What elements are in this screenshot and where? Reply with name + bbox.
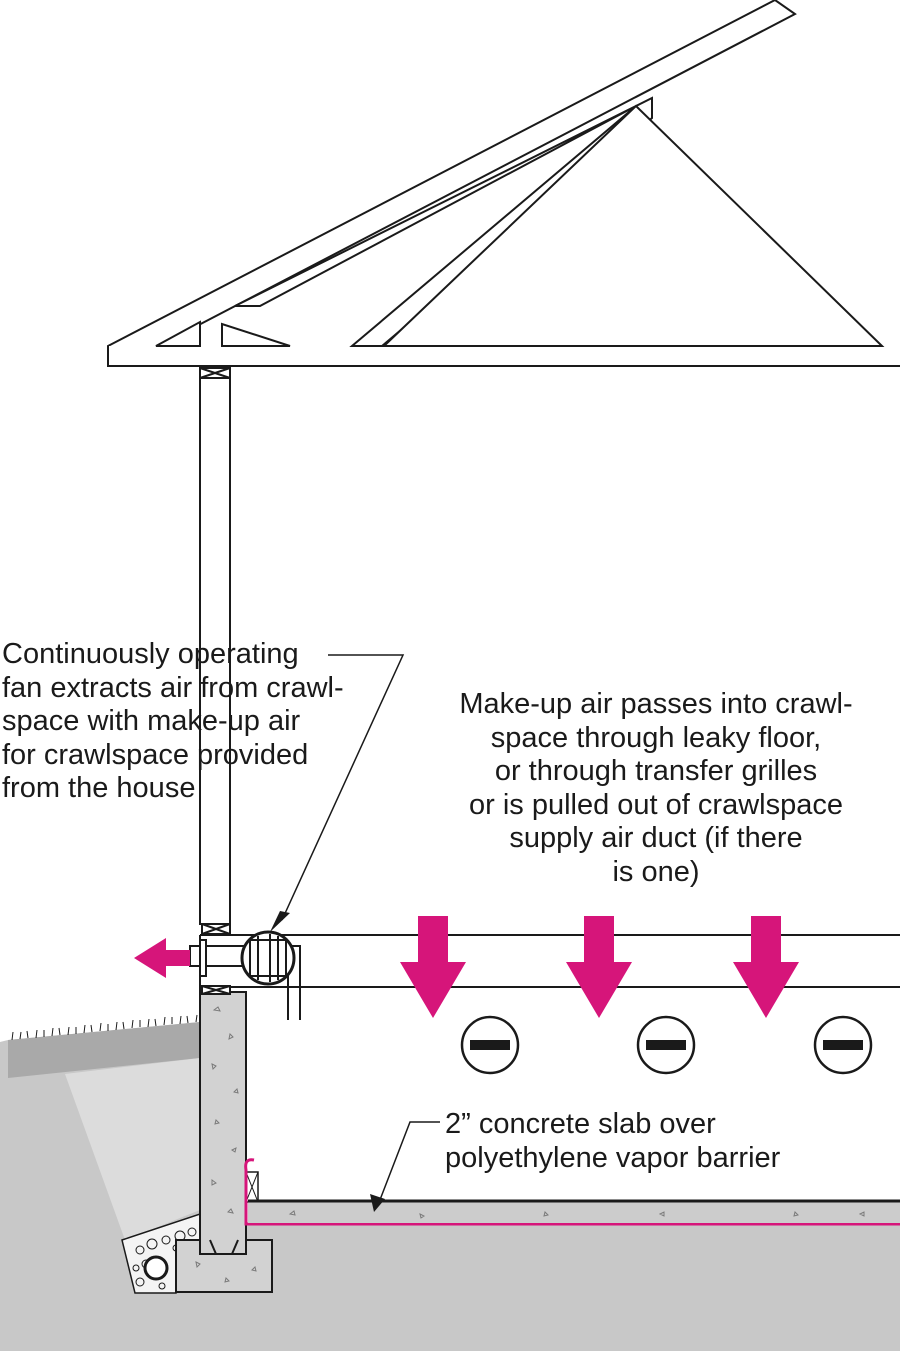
slab-leader <box>377 1121 440 1206</box>
footing-ground <box>176 1290 272 1351</box>
roof-truss <box>107 0 900 367</box>
negative-pressure-icon <box>636 1015 696 1075</box>
soil <box>0 1014 900 1351</box>
makeup-air-annotation: Make-up air passes into crawl- space thr… <box>459 688 853 888</box>
leader-lines <box>270 654 440 1212</box>
footing-keyway <box>209 1239 239 1255</box>
truss-web-diagonal <box>234 96 653 347</box>
drain-pipe-icon <box>143 1255 169 1281</box>
wall-vapor-barrier <box>244 1158 900 1226</box>
interior-ground <box>246 1225 900 1351</box>
truss-web-left <box>155 320 201 347</box>
fan-blade-icon <box>249 939 287 977</box>
grass <box>11 1014 198 1041</box>
floor-system <box>199 923 900 995</box>
negative-pressure-icon <box>813 1015 873 1075</box>
pressure-symbols <box>460 1015 873 1075</box>
foundation-wall <box>199 991 247 1255</box>
negative-pressure-icon <box>460 1015 520 1075</box>
fan-annotation: Continuously operating fan extracts air … <box>2 638 344 804</box>
fan-leader <box>281 654 405 921</box>
slab-annotation: 2” concrete slab over polyethylene vapor… <box>445 1108 781 1174</box>
makeup-air-arrow-3-icon <box>733 916 799 1018</box>
truss-web-right-panel <box>381 104 885 347</box>
exhaust-fan <box>189 930 301 1020</box>
truss-bottom-chord-body <box>108 346 900 366</box>
airflow-arrows <box>134 916 799 1018</box>
exhaust-arrow-icon <box>134 938 190 978</box>
makeup-air-arrow-1-icon <box>400 916 466 1018</box>
makeup-air-arrow-2-icon <box>566 916 632 1018</box>
soil-surface-band <box>8 1022 200 1078</box>
exterior-wall <box>199 367 231 925</box>
truss-web-center <box>221 322 291 347</box>
concrete-slab <box>248 1199 900 1223</box>
fan-housing-icon <box>240 930 296 986</box>
backfill <box>65 1058 200 1240</box>
foundation <box>175 991 273 1293</box>
